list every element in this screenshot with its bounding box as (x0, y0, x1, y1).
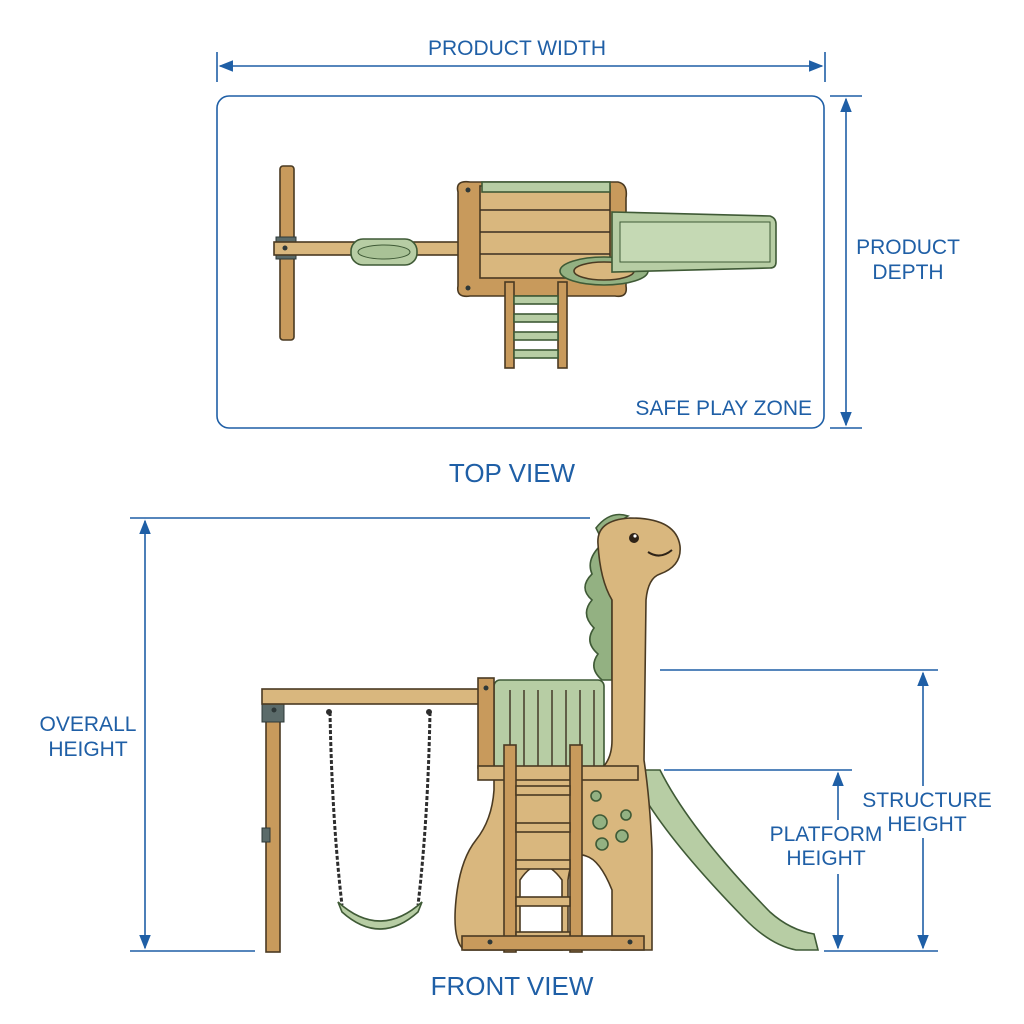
platform-height-dimension: PLATFORM HEIGHT (664, 769, 886, 950)
overall-height-label-line2: HEIGHT (48, 738, 128, 761)
product-width-dimension: PRODUCT WIDTH (216, 37, 826, 82)
structure-height-dimension: STRUCTURE HEIGHT (660, 669, 992, 952)
product-depth-label-line1: PRODUCT (856, 236, 960, 259)
platform-height-label-line2: HEIGHT (786, 847, 866, 870)
safe-play-zone-label: SAFE PLAY ZONE (635, 397, 812, 420)
playset-top-drawing (273, 165, 777, 369)
front-view: OVERALL HEIGHT STRUCTURE HEIGHT PLATFORM… (38, 513, 992, 1001)
product-depth-dimension: PRODUCT DEPTH (830, 95, 972, 429)
structure-height-label-line1: STRUCTURE (862, 789, 992, 812)
structure-height-label-line2: HEIGHT (887, 813, 967, 836)
playset-front-drawing (261, 513, 820, 953)
overall-height-dimension: OVERALL HEIGHT (38, 517, 590, 952)
product-depth-label-line2: DEPTH (872, 261, 943, 284)
safe-play-zone-outline (216, 95, 825, 429)
top-view: PRODUCT WIDTH SAFE PLAY ZONE PRODUCT DEP… (216, 37, 972, 488)
platform-height-label-line1: PLATFORM (770, 823, 883, 846)
top-view-title: TOP VIEW (449, 458, 576, 488)
overall-height-label-line1: OVERALL (40, 713, 137, 736)
front-view-title: FRONT VIEW (431, 971, 594, 1001)
product-width-label: PRODUCT WIDTH (428, 37, 606, 60)
